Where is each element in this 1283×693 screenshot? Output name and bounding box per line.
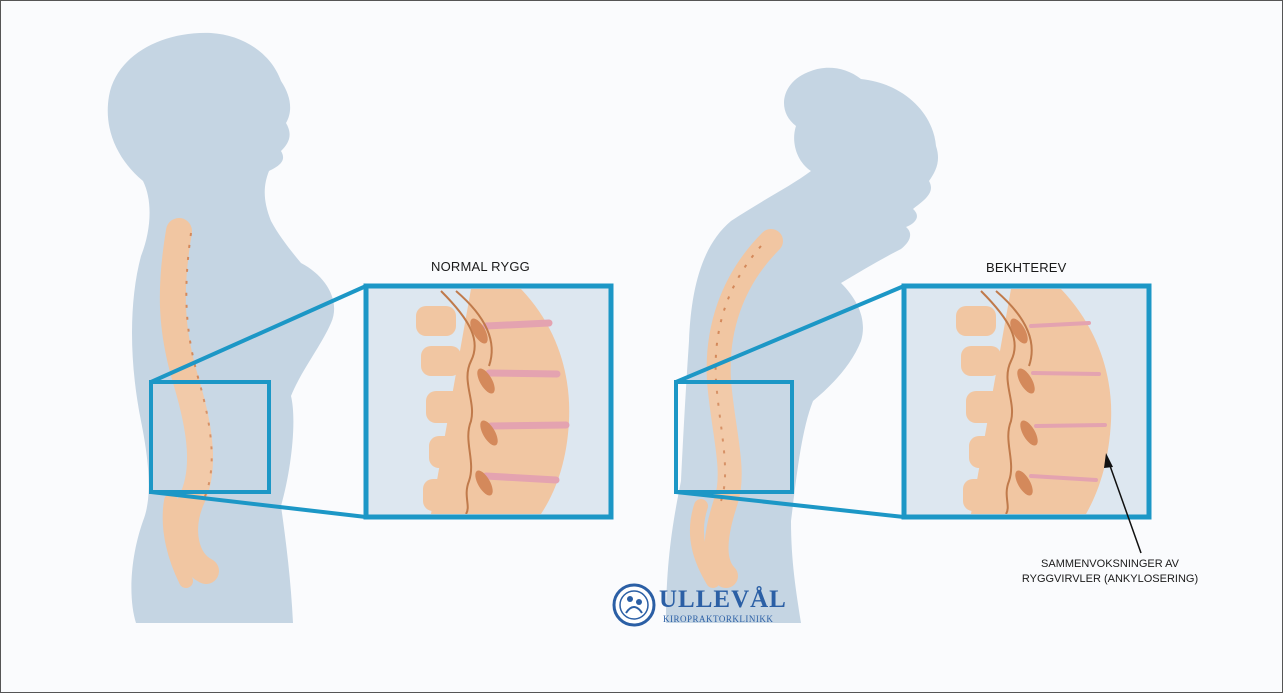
clinic-logo-subtitle: KIROPRAKTORKLINIKK [663, 614, 773, 624]
bekhterev-title: BEKHTEREV [986, 260, 1067, 275]
ankylosis-caption-line1: SAMMENVOKSNINGER AV [1005, 557, 1215, 572]
normal-posture-silhouette [108, 33, 334, 623]
clinic-logo-emblem [614, 585, 654, 625]
ankylosis-caption: SAMMENVOKSNINGER AV RYGGVIRVLER (ANKYLOS… [1005, 557, 1215, 587]
ankylosis-caption-line2: RYGGVIRVLER (ANKYLOSERING) [1005, 572, 1215, 587]
clinic-logo-name: ULLEVÅL [659, 586, 787, 614]
normal-zoom-box [366, 286, 611, 517]
bekhterev-zoom-box [904, 286, 1149, 517]
normal-spine-title: NORMAL RYGG [431, 259, 530, 274]
